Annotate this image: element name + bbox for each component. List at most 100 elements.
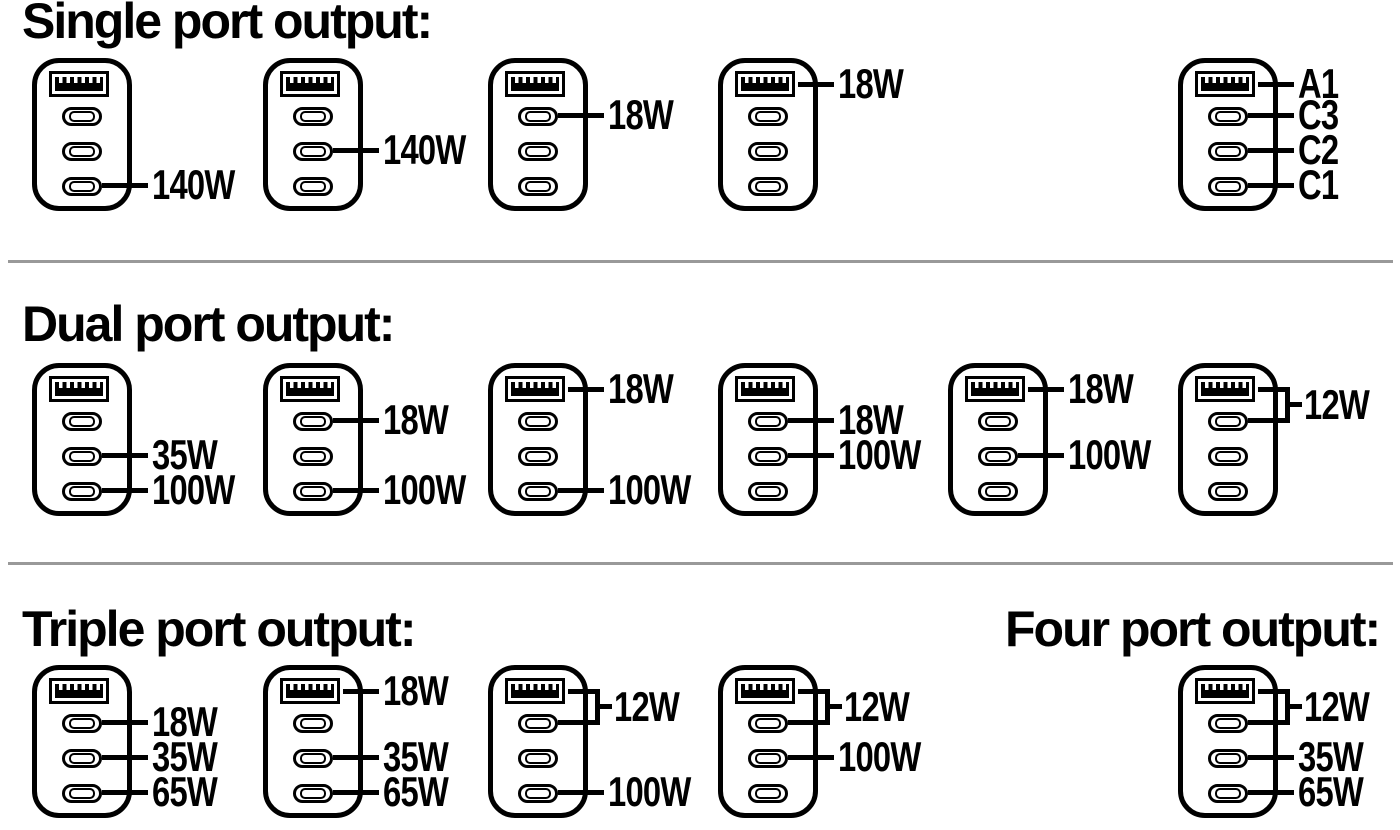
usb-c-pin-bar: [300, 180, 326, 192]
callout-line: [333, 417, 379, 423]
charger-single-4: 18W: [718, 58, 948, 220]
usb-c-port-c3: [62, 713, 102, 733]
usb-c-pin-bar: [69, 110, 95, 122]
usb-c-pin-bar: [755, 180, 781, 192]
usb-c-pin-bar: [525, 145, 551, 157]
callout-line: [333, 789, 379, 795]
callout-line: [102, 719, 148, 725]
usb-c-port-c1: [293, 176, 333, 196]
wattage-label: 100W: [1068, 431, 1151, 478]
usb-c-port-c1: [293, 783, 333, 803]
usb-c-pin-bar: [300, 752, 326, 764]
usb-c-pin-bar: [1215, 752, 1241, 764]
callout-line: [788, 452, 834, 458]
usb-c-pin-bar: [300, 450, 326, 462]
usb-c-port-c3: [1208, 106, 1248, 126]
section-title-four-port: Four port output:: [1005, 601, 1381, 657]
callout-line: [102, 754, 148, 760]
wattage-label: 35W: [383, 733, 449, 780]
usb-c-pin-bar: [1215, 180, 1241, 192]
usb-c-pin-bar: [69, 717, 95, 729]
usb-c-pin-bar: [1215, 717, 1241, 729]
wattage-label: 18W: [1068, 365, 1134, 412]
callout-line: [343, 688, 379, 694]
usb-a-port: [505, 376, 565, 402]
wattage-label: 65W: [152, 768, 218, 815]
wattage-label: 65W: [1298, 768, 1364, 815]
wattage-label: 18W: [608, 91, 674, 138]
port-name-label: A1: [1298, 60, 1339, 107]
usb-c-port-c3: [293, 106, 333, 126]
usb-c-pin-bar: [1215, 450, 1241, 462]
bracket-mid-stub: [600, 704, 612, 709]
callout-line: [333, 754, 379, 760]
usb-c-pin-bar: [300, 717, 326, 729]
callout-line: [333, 487, 379, 493]
bracket-line: [1285, 688, 1290, 725]
usb-c-pin-bar: [525, 110, 551, 122]
usb-c-port-c3: [748, 411, 788, 431]
usb-c-port-c2: [293, 748, 333, 768]
usb-c-port-c3: [748, 713, 788, 733]
usb-c-port-c1: [1208, 783, 1248, 803]
usb-c-pin-bar: [525, 752, 551, 764]
bracket-stub: [1248, 417, 1290, 423]
callout-line: [102, 487, 148, 493]
usb-c-pin-bar: [1215, 787, 1241, 799]
usb-c-port-c3: [518, 411, 558, 431]
usb-a-port: [965, 376, 1025, 402]
charger-dual-5: 18W 100W: [948, 363, 1178, 525]
usb-a-contacts: [511, 684, 559, 698]
usb-c-port-c2: [518, 748, 558, 768]
bracket-line: [825, 688, 830, 725]
usb-a-port: [505, 678, 565, 704]
callout-line: [1248, 754, 1294, 760]
usb-c-port-c2: [293, 446, 333, 466]
callout-line: [1018, 452, 1064, 458]
usb-c-port-c3: [293, 411, 333, 431]
usb-a-contacts: [741, 77, 789, 91]
usb-a-port: [49, 376, 109, 402]
usb-c-port-c1: [518, 481, 558, 501]
usb-a-contacts: [286, 77, 334, 91]
usb-c-port-c2: [62, 748, 102, 768]
wattage-label: 35W: [152, 431, 218, 478]
callout-line: [1258, 81, 1294, 87]
charger-single-2: 140W: [263, 58, 493, 220]
bracket-mid-stub: [1290, 704, 1302, 709]
usb-c-port-c2: [62, 141, 102, 161]
usb-c-pin-bar: [525, 450, 551, 462]
usb-c-pin-bar: [755, 450, 781, 462]
usb-c-port-c2: [1208, 446, 1248, 466]
usb-a-contacts: [1201, 382, 1249, 396]
usb-c-pin-bar: [1215, 485, 1241, 497]
usb-c-pin-bar: [300, 787, 326, 799]
bracket-stub: [1258, 688, 1290, 694]
wattage-label: 35W: [1298, 733, 1364, 780]
callout-line: [1028, 386, 1064, 392]
callout-line: [1248, 789, 1294, 795]
usb-c-pin-bar: [300, 485, 326, 497]
usb-a-port: [735, 376, 795, 402]
usb-c-port-c1: [518, 176, 558, 196]
usb-c-port-c2: [293, 141, 333, 161]
usb-c-port-c2: [978, 446, 1018, 466]
usb-c-port-c3: [518, 713, 558, 733]
usb-c-pin-bar: [525, 787, 551, 799]
callout-line: [558, 789, 604, 795]
usb-a-port: [1195, 376, 1255, 402]
wattage-label: 100W: [383, 466, 466, 513]
usb-c-pin-bar: [1215, 415, 1241, 427]
usb-c-pin-bar: [755, 717, 781, 729]
usb-c-port-c2: [748, 446, 788, 466]
usb-a-port: [280, 71, 340, 97]
usb-c-pin-bar: [525, 717, 551, 729]
callout-line: [102, 452, 148, 458]
section-divider-2: [8, 562, 1393, 565]
wattage-label: 18W: [608, 365, 674, 412]
bracket-line: [1285, 386, 1290, 423]
usb-c-pin-bar: [1215, 145, 1241, 157]
